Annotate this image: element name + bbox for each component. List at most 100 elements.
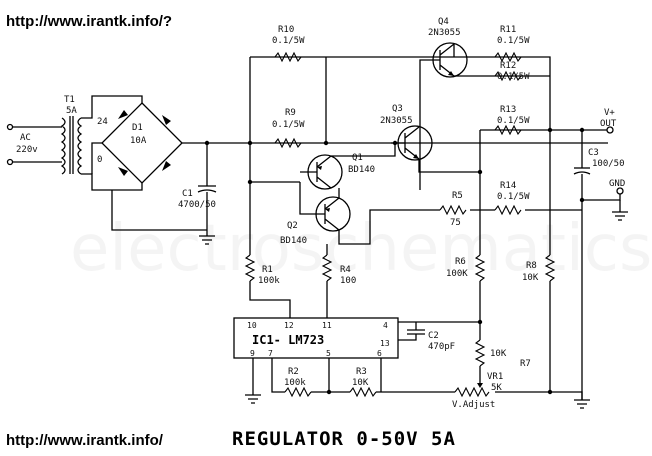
bottom-url[interactable]: http://www.irantk.info/ — [6, 432, 164, 449]
resistor-r14: R14 0.1/5W — [494, 181, 530, 216]
resistor-r3: R3 10K — [349, 367, 455, 398]
r11-value: 0.1/5W — [497, 36, 530, 46]
r2-ref: R2 — [288, 367, 299, 377]
ground-return-bottom — [550, 391, 583, 400]
r13-ref: R13 — [500, 105, 516, 115]
resistor-r2: R2 100k — [284, 367, 350, 398]
r8-ref: R8 — [526, 261, 537, 271]
ic1-pin-9: 9 — [250, 349, 255, 358]
r4-value: 100 — [340, 276, 356, 286]
ic1-pin-12: 12 — [284, 321, 294, 330]
t1-ref: T1 — [64, 95, 75, 105]
ic1-pin-4: 4 — [383, 321, 388, 330]
resistor-r9: R9 0.1/5W — [272, 108, 305, 149]
r6-value: 100K — [446, 269, 468, 279]
c1-value: 4700/50 — [178, 200, 216, 210]
r7-value: 10K — [490, 349, 507, 359]
potentiometer-vr1: VR1 5K V.Adjust — [452, 372, 550, 410]
r1-ref: R1 — [262, 265, 273, 275]
d1-rating: 10A — [130, 136, 147, 146]
ic1-pin7-wire — [271, 358, 285, 393]
q1-base-wire — [249, 143, 300, 183]
resistor-r5: R5 75 — [439, 191, 467, 228]
vout-label-line1: V+ — [604, 108, 615, 118]
transformer-t1: T1 5A 24 0 — [60, 95, 143, 191]
r4-ref: R4 — [340, 265, 351, 275]
ic1-pin-7: 7 — [268, 349, 273, 358]
top-url[interactable]: http://www.irantk.info/? — [6, 13, 172, 30]
r2-value: 100k — [284, 378, 306, 388]
ground-return-wire — [111, 190, 207, 231]
d1-ref: D1 — [132, 123, 143, 133]
r10-ref: R10 — [278, 25, 294, 35]
ic1-pin-11: 11 — [322, 321, 332, 330]
c3-value: 100/50 — [592, 159, 625, 169]
vr1-caption[interactable]: V.Adjust — [452, 400, 495, 410]
q2-part: BD140 — [280, 236, 307, 246]
r7-ref: R7 — [520, 359, 531, 369]
ic1-label: IC1- LM723 — [252, 333, 324, 347]
vr1-ref: VR1 — [487, 372, 503, 382]
q2-emitter-wire — [338, 209, 440, 245]
ic1-pin-6: 6 — [377, 349, 382, 358]
r11-ref: R11 — [500, 25, 516, 35]
resistor-r7: 10K R7 — [474, 339, 531, 378]
ground-symbol-output — [574, 399, 590, 409]
transistor-q3: Q3 2N3055 — [380, 104, 433, 161]
r8-value: 10K — [522, 273, 539, 283]
q3-emitter-wire — [418, 130, 481, 173]
r10-value: 0.1/5W — [272, 36, 305, 46]
r12-ref: R12 — [500, 61, 516, 71]
q3-ref: Q3 — [392, 104, 403, 114]
resistor-r11: R11 0.1/5W — [494, 25, 530, 63]
transistor-q1: Q1 BD140 — [300, 153, 375, 190]
resistor-r6: R6 100K — [446, 172, 486, 340]
resistor-r1: R1 100k — [244, 182, 291, 318]
r13-value: 0.1/5W — [497, 116, 530, 126]
bridge-rectifier-d1: D1 10A — [91, 102, 250, 184]
c3-ref: C3 — [588, 148, 599, 158]
q4-ref: Q4 — [438, 17, 449, 27]
q2-ref: Q2 — [287, 221, 298, 231]
junction-dots — [204, 127, 585, 395]
r5-value: 75 — [450, 218, 461, 228]
r14-value: 0.1/5W — [497, 192, 530, 202]
r5-ref: R5 — [452, 191, 463, 201]
r3-value: 10K — [352, 378, 369, 388]
transistor-q4: Q4 2N3055 — [426, 17, 468, 78]
capacitor-c1: C1 4700/50 — [178, 143, 217, 236]
resistor-r12: R12 0.1/5W — [494, 61, 530, 82]
resistor-r10: R10 0.1/5W — [272, 25, 305, 63]
circuit-title: REGULATOR 0-50V 5A — [232, 428, 456, 450]
q2-base-wire — [299, 182, 305, 215]
capacitor-c3: C3 100/50 — [573, 148, 625, 400]
r9-ref: R9 — [285, 108, 296, 118]
output-terminal: V+ OUT — [550, 108, 617, 134]
capacitor-c2: C2 470pF — [398, 322, 455, 352]
ac-label-line2: 220v — [16, 145, 38, 155]
t1-tap-24: 24 — [97, 117, 108, 127]
c2-value: 470pF — [428, 342, 455, 352]
r12-value: 0.1/5W — [497, 72, 530, 82]
r1-value: 100k — [258, 276, 280, 286]
q4-part: 2N3055 — [428, 28, 461, 38]
q1-ref: Q1 — [352, 153, 363, 163]
q1-part: BD140 — [348, 165, 375, 175]
q1-collector-wire — [331, 143, 396, 157]
r3-ref: R3 — [356, 367, 367, 377]
q3-part: 2N3055 — [380, 116, 413, 126]
t1-rating: 5A — [66, 106, 77, 116]
ic1-pin-5: 5 — [326, 349, 331, 358]
r14-ref: R14 — [500, 181, 516, 191]
transistor-q2: Q2 BD140 — [280, 196, 351, 246]
gnd-terminal: GND — [582, 179, 628, 221]
watermark: electroschematics.com — [70, 212, 652, 286]
ac-input: AC 220v — [6, 123, 62, 166]
resistor-r8: R8 10K — [522, 143, 556, 392]
resistor-r4: R4 100 — [321, 244, 356, 318]
vr1-value: 5K — [491, 383, 502, 393]
gnd-label: GND — [609, 179, 625, 189]
q4-base-wire — [419, 59, 426, 190]
top-rail — [250, 56, 551, 143]
